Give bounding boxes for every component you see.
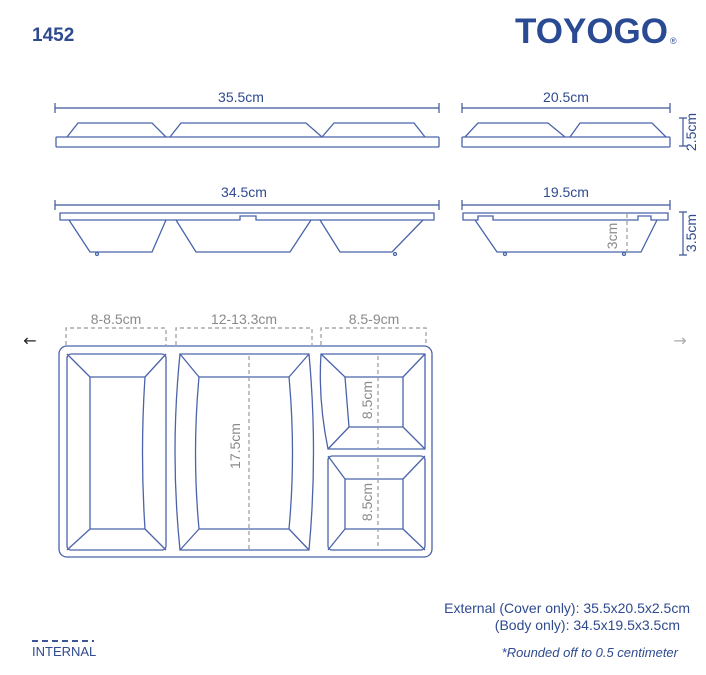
cover-side-view: 20.5cm 2.5cm (461, 89, 699, 151)
main-length-label: 17.5cm (227, 423, 243, 469)
arrow-right-icon: → (673, 330, 687, 350)
cover-height-label: 2.5cm (683, 113, 699, 151)
cover-length-label: 35.5cm (218, 89, 264, 105)
previous-image-button[interactable]: ← (20, 330, 40, 350)
width-right-label: 8.5-9cm (349, 311, 400, 327)
small-length-top-label: 8.5cm (359, 381, 375, 419)
body-side-view: 19.5cm 3cm 3.5cm (461, 184, 699, 257)
body-length-label: 34.5cm (221, 184, 267, 200)
width-left-label: 8-8.5cm (91, 311, 142, 327)
small-length-bottom-label: 8.5cm (359, 483, 375, 521)
external-cover-note: External (Cover only): 35.5x20.5x2.5cm (444, 600, 690, 616)
rounding-note: *Rounded off to 0.5 centimeter (502, 645, 679, 660)
body-width-label: 19.5cm (543, 184, 589, 200)
brand-logo: TOYOGO ® (515, 12, 677, 51)
cover-width-label: 20.5cm (543, 89, 589, 105)
top-view: 8-8.5cm 12-13.3cm 8.5-9cm 17.5cm 8.5cm 8… (58, 311, 433, 558)
cover-front-view: 35.5cm (54, 89, 440, 148)
body-front-view: 34.5cm (54, 184, 440, 257)
next-image-button[interactable]: → (670, 330, 690, 350)
svg-text:®: ® (670, 36, 677, 46)
external-body-note: (Body only): 34.5x19.5x3.5cm (495, 617, 680, 633)
arrow-left-icon: ← (23, 330, 37, 350)
internal-legend-label: INTERNAL (32, 644, 96, 659)
body-height-label: 3.5cm (683, 214, 699, 252)
product-code: 1452 (32, 25, 74, 46)
width-middle-label: 12-13.3cm (211, 311, 277, 327)
inner-depth-label: 3cm (604, 223, 620, 249)
svg-text:TOYOGO: TOYOGO (515, 12, 668, 51)
